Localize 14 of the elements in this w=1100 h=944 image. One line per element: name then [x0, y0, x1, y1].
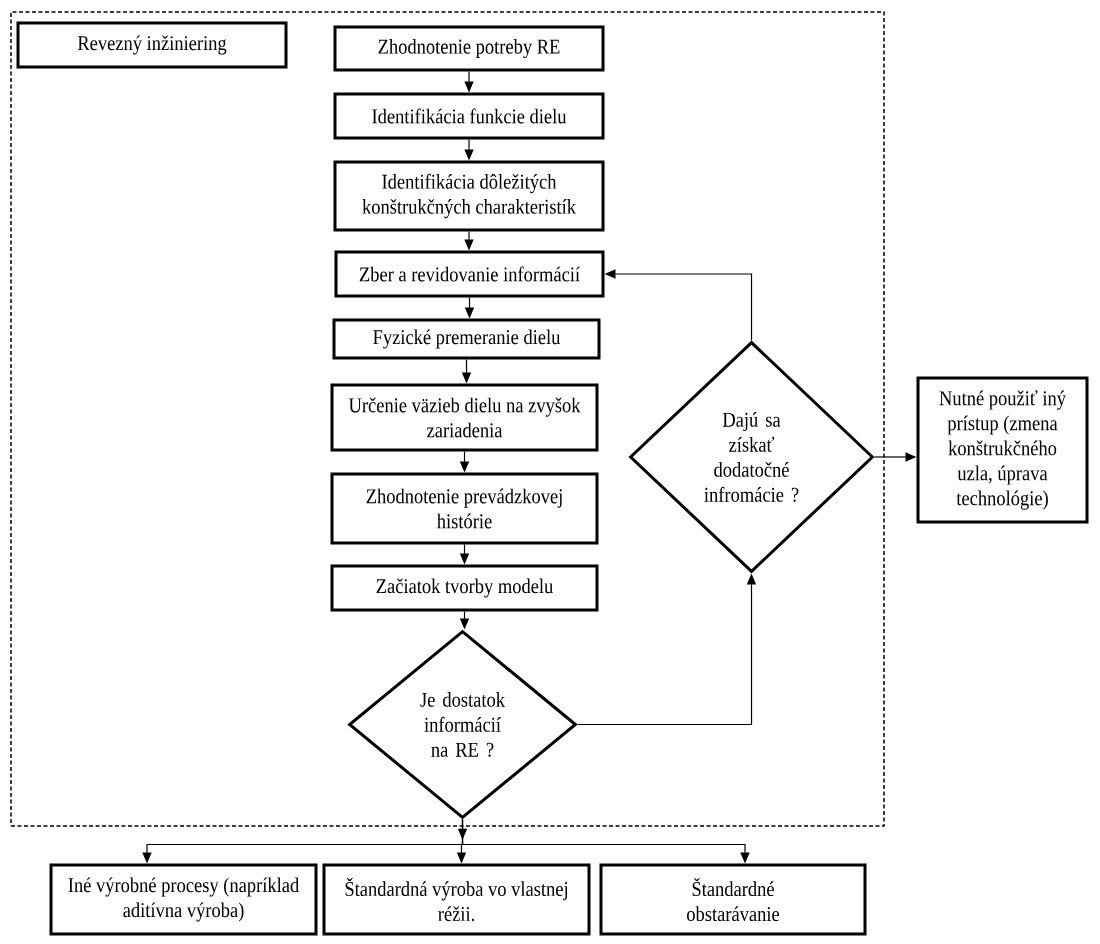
- process-box: Začiatok tvorby modelu: [330, 564, 599, 612]
- process-box: Identifikácia dôležitých konštrukčných charakteristík: [333, 160, 605, 232]
- result-box: Nutné použiť iný prístup (zmena konštrukčného uzla, úprava technológie): [916, 376, 1089, 524]
- process-box: Zber a revidovanie informácií: [334, 250, 605, 298]
- process-box: Identifikácia funkcie dielu: [333, 92, 605, 140]
- heading-box: Revezný inžiniering: [16, 21, 288, 69]
- process-box: Určenie väzieb dielu na zvyšok zariadenia: [330, 383, 599, 452]
- group-frame: [10, 11, 885, 827]
- process-box: Fyzické premeranie dielu: [332, 318, 601, 360]
- result-box: Štandardná výroba vo vlastnej réžii.: [322, 863, 591, 936]
- result-box: Iné výrobné procesy (napríklad aditívna výroba): [49, 863, 318, 936]
- process-box: Zhodnotenie potreby RE: [333, 25, 605, 72]
- process-box: Zhodnotenie prevádzkovej histórie: [330, 472, 599, 545]
- result-box: Štandardné obstarávanie: [599, 863, 867, 936]
